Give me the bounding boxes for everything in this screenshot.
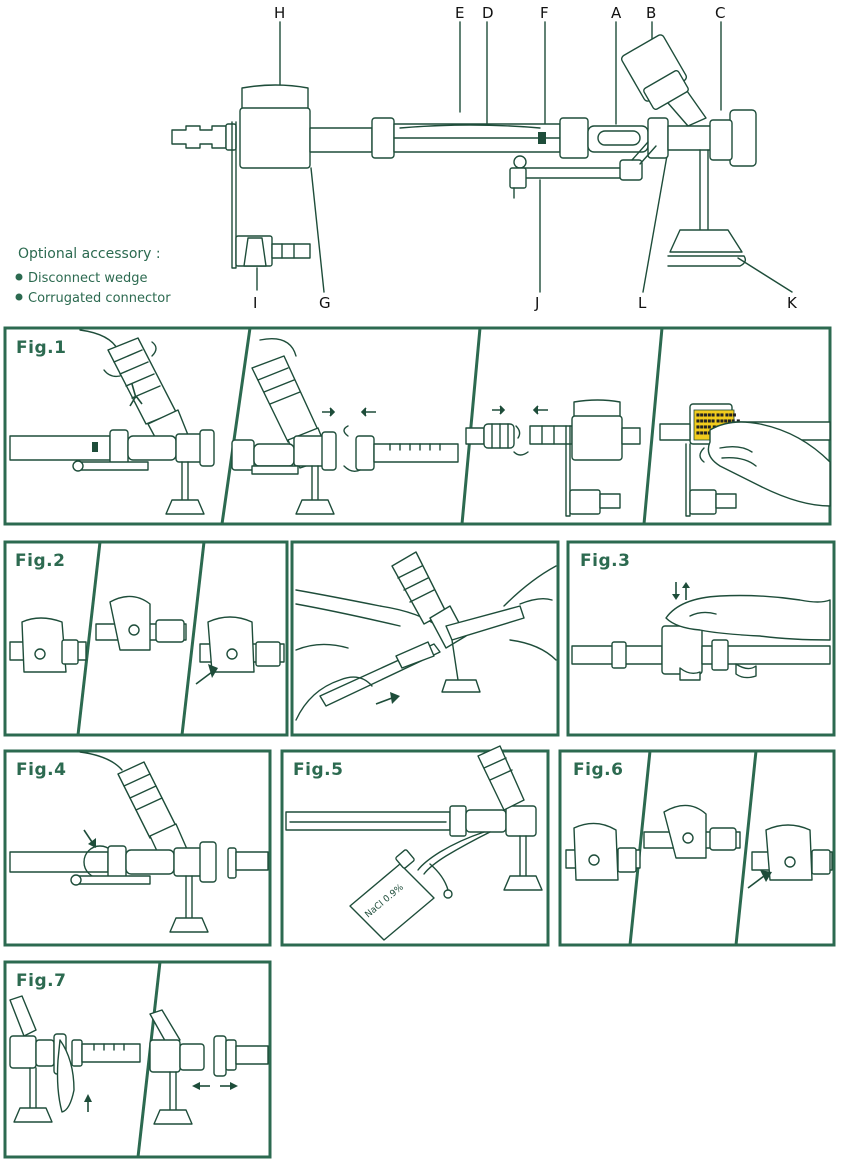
label-G: G (319, 294, 331, 312)
label-D: D (482, 4, 494, 22)
figure-7: Fig.7 (3, 960, 272, 1159)
label-C: C (715, 4, 725, 22)
figure-6: Fig.6 (558, 749, 836, 947)
figure-3: Fig.3 (566, 540, 836, 737)
label-K: K (787, 294, 798, 312)
svg-text:■■■■■ ■■ ■■■: ■■■■■ ■■ ■■■ (696, 412, 737, 417)
fig3-title: Fig.3 (580, 551, 630, 571)
label-H: H (274, 4, 285, 22)
label-L: L (638, 294, 647, 312)
label-B: B (646, 4, 656, 22)
saline-bottle (349, 863, 435, 941)
accessory-title: Optional accessory : (18, 246, 161, 262)
fig6-title: Fig.6 (573, 760, 623, 780)
label-A: A (611, 4, 622, 22)
bullet-icon (15, 273, 23, 281)
parts-diagram (171, 21, 793, 293)
label-F: F (540, 4, 549, 22)
fig1-title: Fig.1 (16, 338, 66, 358)
accessory-legend: Optional accessory : Disconnect wedge Co… (15, 246, 171, 306)
fig7-title: Fig.7 (16, 971, 66, 991)
part-letters: H E D F A B C I G J L K (253, 4, 798, 312)
figure-2-scene (290, 540, 560, 737)
figure-2: Fig.2 (3, 540, 289, 737)
figure-1: Fig.1 (3, 326, 832, 526)
accessory-item: Corrugated connector (28, 291, 171, 306)
bullet-icon (15, 293, 23, 301)
fig2-title: Fig.2 (15, 551, 65, 571)
label-J: J (534, 294, 539, 312)
figure-5: Fig.5 NaCl 0.9% (280, 745, 550, 947)
svg-text:■■■■■ ■■■■■ ■: ■■■■■ ■■■■■ ■ (696, 418, 740, 423)
label-I: I (253, 294, 257, 312)
fig5-title: Fig.5 (293, 760, 343, 780)
accessory-item: Disconnect wedge (28, 271, 147, 286)
figure-4: Fig.4 (3, 749, 272, 947)
label-E: E (455, 4, 464, 22)
fig4-title: Fig.4 (16, 760, 66, 780)
